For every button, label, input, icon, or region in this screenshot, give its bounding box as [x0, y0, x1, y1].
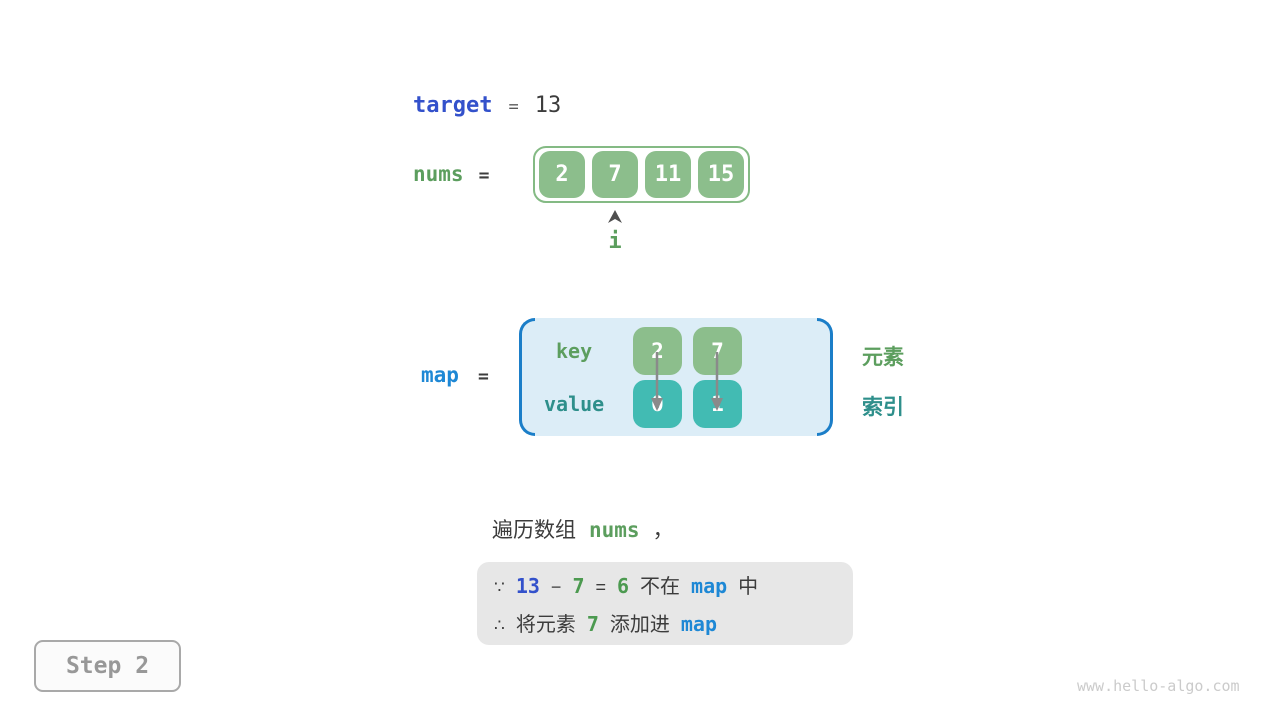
- add-prefix-text: 将元素: [515, 614, 576, 636]
- nums-expression: nums =: [413, 162, 489, 186]
- index-pointer-up-arrow-icon: [608, 210, 622, 223]
- element-number-token: 7: [586, 612, 599, 636]
- key-to-value-arrow-icon: [711, 352, 723, 411]
- key-to-value-arrow-icon: [651, 352, 663, 411]
- map-equals-sign: =: [477, 366, 489, 387]
- reasoning-note-box: ∵ 13 − 7 = 6 不在 map 中 ∴ 将元素 7 添加进 map: [477, 562, 853, 645]
- target-value: 13: [534, 93, 562, 118]
- therefore-symbol: ∴: [494, 616, 505, 635]
- target-number-token: 13: [515, 574, 540, 598]
- map-code-token: map: [680, 612, 717, 636]
- element-side-label: 元素: [862, 346, 904, 369]
- nums-equals-sign: =: [478, 165, 490, 186]
- index-pointer-label: i: [608, 229, 622, 254]
- caption-line: 遍历数组 nums ，: [492, 514, 674, 544]
- not-in-text: 不在: [640, 576, 681, 598]
- map-panel: key value 2 7 0 1: [519, 318, 833, 436]
- map-right-bracket: [817, 318, 833, 436]
- nums-array-cell: 15: [698, 151, 744, 198]
- in-suffix-text: 中: [738, 576, 759, 598]
- caption-comma: ，: [652, 519, 674, 542]
- add-verb-text: 添加进: [609, 614, 670, 636]
- caption-nums-code: nums: [589, 518, 640, 542]
- nums-array-cell: 7: [592, 151, 638, 198]
- note-line-1: ∵ 13 − 7 = 6 不在 map 中: [494, 570, 853, 599]
- nums-array-container: 2 7 11 15: [533, 146, 750, 203]
- nums-keyword: nums: [413, 162, 464, 186]
- target-equals-sign: =: [508, 97, 519, 117]
- equals-operator: =: [595, 577, 606, 597]
- nums-array-cell: 2: [539, 151, 585, 198]
- map-key-row-label: key: [556, 339, 593, 363]
- map-value-row-label: value: [544, 392, 605, 416]
- target-keyword: target: [413, 93, 493, 118]
- difference-number-token: 6: [617, 574, 630, 598]
- map-expression: map =: [421, 363, 489, 387]
- nums-array-cell: 11: [645, 151, 691, 198]
- caption-prefix: 遍历数组: [492, 519, 576, 542]
- watermark: www.hello-algo.com: [1077, 677, 1240, 695]
- index-side-label: 索引: [862, 396, 904, 419]
- note-line-2: ∴ 将元素 7 添加进 map: [494, 608, 853, 637]
- because-symbol: ∵: [494, 578, 505, 597]
- step-badge-label: Step 2: [65, 653, 150, 679]
- step-badge: Step 2: [34, 640, 181, 692]
- map-left-bracket: [519, 318, 535, 436]
- minus-operator: −: [550, 577, 562, 597]
- element-number-token: 7: [572, 574, 585, 598]
- map-keyword: map: [421, 363, 459, 387]
- map-code-token: map: [691, 574, 728, 598]
- target-expression: target = 13: [413, 93, 561, 118]
